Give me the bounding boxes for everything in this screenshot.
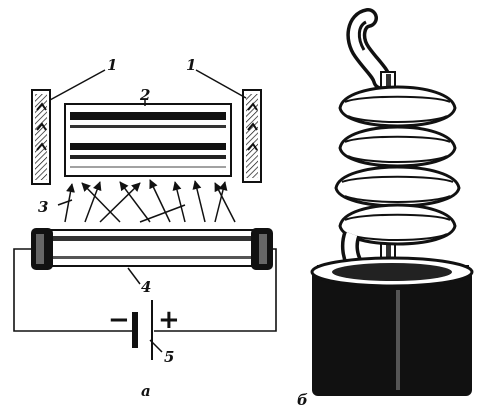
flash-lamp-icon <box>31 228 273 270</box>
caption-part-b: б <box>297 391 308 409</box>
label-battery: 5 <box>164 348 174 366</box>
label-crystal: 2 <box>139 86 150 104</box>
label-rays: 3 <box>38 198 48 216</box>
leader-line <box>195 69 247 99</box>
circuit-wire <box>13 248 277 332</box>
leader-line <box>49 69 106 101</box>
battery-plus-sign: + <box>158 305 180 335</box>
magnet-icon <box>31 89 51 185</box>
part-a: 1 1 2 3 <box>13 56 277 400</box>
helical-lamp-icon <box>310 8 474 396</box>
battery-icon <box>132 300 153 360</box>
caption-part-a: a <box>141 382 151 400</box>
label-magnet-left: 1 <box>107 56 117 74</box>
label-lamp: 4 <box>141 278 151 296</box>
magnet-icon <box>242 89 262 183</box>
battery-minus-sign: − <box>108 305 130 335</box>
leader-line <box>149 339 163 353</box>
crystal-rod-icon <box>64 103 232 177</box>
part-b: б <box>297 8 474 409</box>
label-magnet-right: 1 <box>186 56 196 74</box>
leader-line <box>127 267 141 285</box>
leader-line <box>57 199 73 206</box>
light-rays <box>64 179 236 223</box>
